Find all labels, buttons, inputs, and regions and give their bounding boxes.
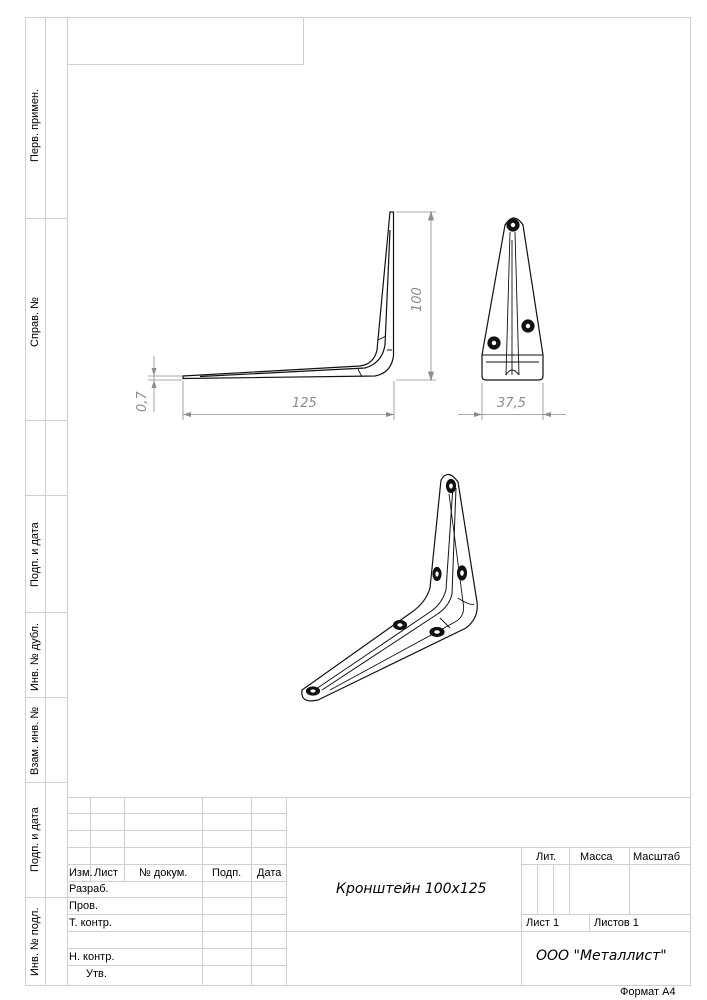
dim-width-label: 37,5 [497, 396, 526, 411]
dimension-lines [148, 210, 566, 420]
role-utv: Утв. [86, 968, 107, 980]
header-izm: Изм. [69, 867, 93, 879]
header-date: Дата [257, 867, 282, 879]
dim-thickness-label: 0,7 [135, 391, 150, 412]
side-label-inv-podl: Инв. № подл. [29, 907, 41, 976]
top-left-box [67, 17, 304, 65]
side-strip [25, 17, 68, 986]
side-view [182, 211, 395, 380]
side-label-sprav-no: Справ. № [29, 297, 41, 347]
isometric-view [301, 473, 478, 702]
role-razrab: Разраб. [69, 883, 109, 895]
header-doc-no: № докум. [139, 867, 188, 879]
company-name: ООО "Металлист" [536, 948, 667, 964]
role-n-kontr: Н. контр. [69, 951, 115, 963]
format-label: Формат A4 [620, 986, 676, 998]
front-view-outline [481, 217, 544, 381]
role-prov: Пров. [69, 900, 99, 912]
sheet-number: Лист 1 [526, 917, 560, 929]
side-label-podp-data-1: Подп. и дата [29, 522, 41, 587]
side-label-perv-primen: Перв. примен. [29, 88, 41, 162]
frame-border [67, 17, 691, 986]
side-view-outline [182, 211, 395, 380]
mass-header: Масса [580, 851, 613, 863]
dim-length-label: 125 [292, 396, 317, 411]
sheets-total: Листов 1 [594, 917, 639, 929]
side-view-inner [199, 229, 391, 378]
header-podp: Подп. [212, 867, 242, 879]
dim-height-label: 100 [410, 287, 425, 312]
side-label-inv-dubl: Инв. № дубл. [29, 622, 41, 691]
lit-header: Лит. [536, 851, 557, 863]
front-view [481, 217, 544, 381]
isometric-outline [301, 473, 478, 702]
role-t-kontr: Т. контр. [69, 917, 112, 929]
header-list: Лист [94, 867, 118, 879]
scale-header: Масштаб [633, 851, 681, 863]
side-label-podp-data-2: Подп. и дата [29, 807, 41, 872]
designation-title: Кронштейн 100x125 [336, 881, 487, 897]
side-label-vzam-inv: Взам. инв. № [29, 706, 41, 775]
title-block-grid [67, 797, 691, 986]
